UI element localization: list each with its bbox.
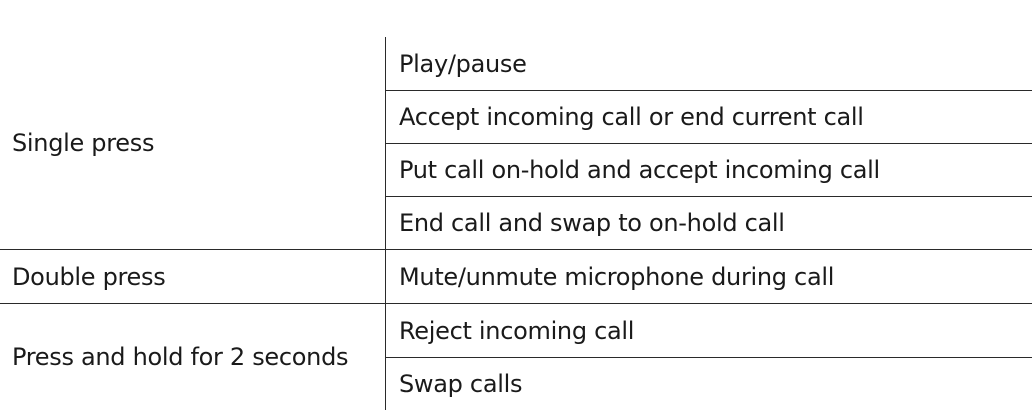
- table-group-press-and-hold: Press and hold for 2 seconds Reject inco…: [0, 303, 1032, 410]
- action-cell: Swap calls: [386, 357, 1032, 410]
- action-list: Play/pause Accept incoming call or end c…: [386, 37, 1032, 249]
- action-cell: Reject incoming call: [399, 316, 635, 345]
- action-list: Mute/unmute microphone during call: [386, 250, 1032, 303]
- table-group-double-press: Double press Mute/unmute microphone duri…: [0, 249, 1032, 303]
- action-cell: Play/pause: [399, 49, 527, 78]
- action-cell: Mute/unmute microphone during call: [399, 262, 835, 291]
- action-cell: Accept incoming call or end current call: [386, 90, 1032, 143]
- action-list: Reject incoming call Swap calls: [386, 304, 1032, 410]
- button-functions-table: Single press Play/pause Accept incoming …: [0, 37, 1032, 410]
- press-type-label: Press and hold for 2 seconds: [0, 304, 386, 410]
- press-type-label: Single press: [0, 37, 386, 249]
- press-type-label: Double press: [0, 250, 386, 303]
- table-group-single-press: Single press Play/pause Accept incoming …: [0, 37, 1032, 249]
- action-cell: Put call on-hold and accept incoming cal…: [386, 143, 1032, 196]
- action-cell: End call and swap to on-hold call: [386, 196, 1032, 249]
